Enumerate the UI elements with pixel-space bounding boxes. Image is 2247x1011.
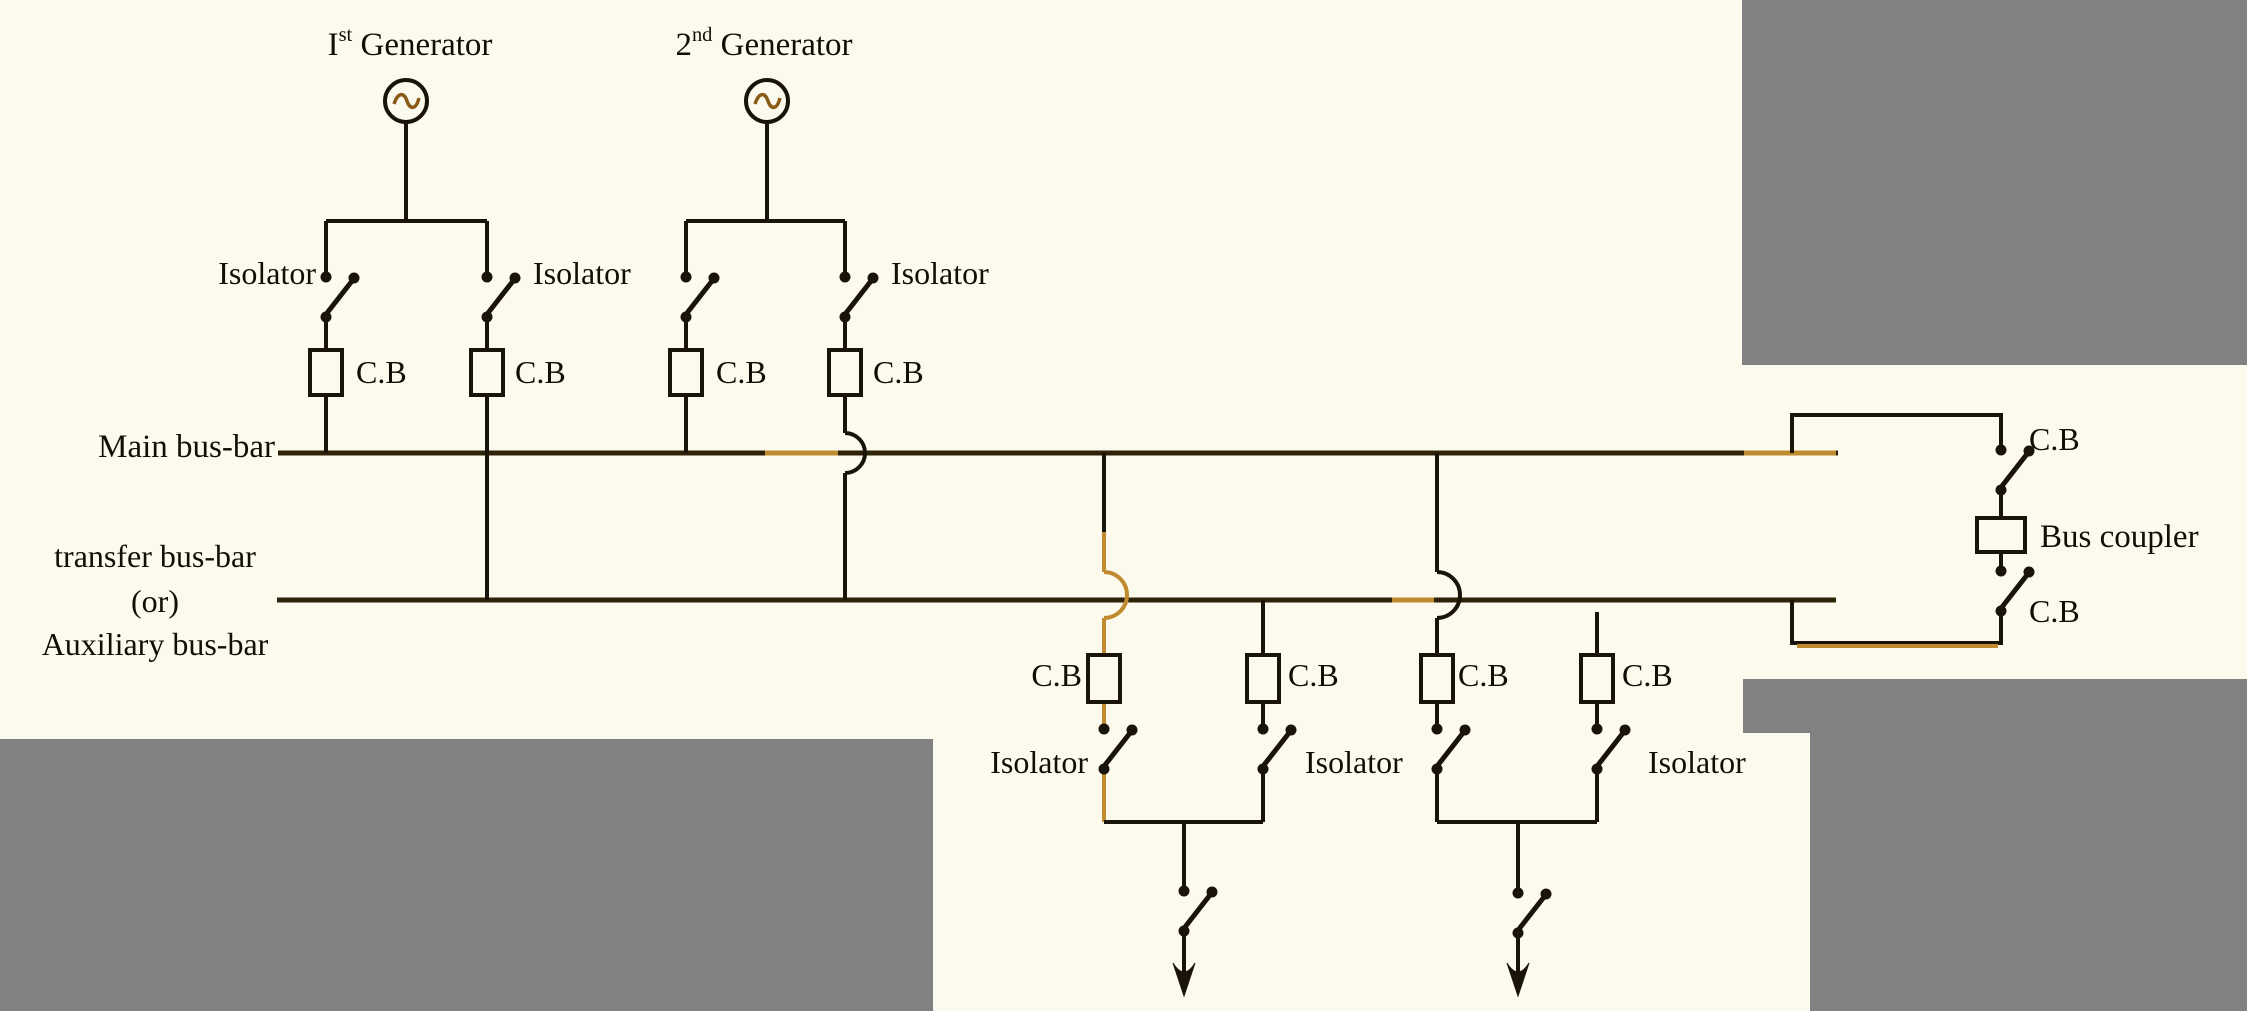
isolator-label-2: Isolator (533, 255, 631, 291)
isolator-switch-icon (681, 272, 720, 323)
cb-label-feeder-d: C.B (1622, 657, 1673, 693)
outgoing-line-left (1104, 820, 1263, 997)
gray-mask-top-right (1742, 0, 2247, 365)
ac-source-tilde-icon (753, 92, 782, 110)
generator-1-label: Ist Generator (306, 23, 514, 63)
isolator-switch-icon (321, 272, 360, 323)
isolator-switch-icon (1099, 724, 1138, 775)
main-bus-bar-label: Main bus-bar (98, 429, 275, 465)
cb-label-feeder-b: C.B (1288, 657, 1339, 693)
circuit-breaker-box (308, 348, 344, 397)
circuit-breaker-box (827, 348, 863, 397)
gray-mask-bottom-right-strip (1743, 679, 2247, 733)
generator-2-label-sup: nd (691, 23, 713, 46)
transfer-bus-bar-label-line2: (or) (131, 583, 179, 619)
isolator-switch-icon (1258, 724, 1297, 775)
generator-1-label-rest: Generator (352, 27, 493, 63)
crossover-hop-icon (1436, 570, 1462, 620)
isolator-label-3: Isolator (891, 255, 989, 291)
bus-coupler-assembly (1790, 413, 2035, 648)
cb-label-coupler-upper: C.B (2029, 421, 2080, 457)
transfer-bus-bar-label-line1: transfer bus-bar (54, 538, 256, 574)
transfer-bus-bar-label-line3: Auxiliary bus-bar (41, 626, 269, 662)
load-switch-icon (1179, 886, 1218, 937)
circuit-breaker-box (1419, 653, 1455, 704)
outgoing-line-right (1437, 820, 1597, 997)
crossover-hop-icon (1103, 570, 1129, 620)
generator-2-symbol (744, 78, 790, 221)
isolator-switch-icon (1592, 724, 1631, 775)
cb-label-branch-3: C.B (716, 354, 767, 390)
circuit-breaker-box (469, 348, 505, 397)
branch-2-to-transfer-bus (469, 272, 521, 600)
cb-label-branch-1: C.B (356, 354, 407, 390)
isolator-label-feeder-d: Isolator (1648, 744, 1746, 780)
isolator-switch-icon (1432, 724, 1471, 775)
generator-1-branch-split (324, 219, 489, 277)
circuit-breaker-box (668, 348, 704, 397)
crossover-hop-icon (844, 431, 867, 475)
ac-source-tilde-icon (392, 92, 421, 110)
isolator-label-1: Isolator (218, 255, 316, 291)
isolator-label-feeder-bc: Isolator (1305, 744, 1403, 780)
cb-label-branch-4: C.B (873, 354, 924, 390)
circuit-breaker-box (1245, 653, 1281, 704)
branch-3-to-main-bus (668, 272, 720, 453)
cb-label-coupler-lower: C.B (2029, 593, 2080, 629)
cb-label-feeder-c: C.B (1458, 657, 1509, 693)
generator-2-label: 2nd Generator (656, 23, 872, 63)
isolator-switch-icon (482, 272, 521, 323)
feeder-d (1579, 612, 1631, 822)
circuit-breaker-box (1579, 653, 1615, 704)
circuit-breaker-box (1086, 653, 1122, 704)
cb-label-feeder-a: C.B (1031, 657, 1082, 693)
bus-coupler-box (1975, 516, 2027, 554)
gray-mask-bottom-left (0, 739, 933, 1011)
feeder-b (1245, 600, 1297, 822)
isolator-label-feeder-a: Isolator (990, 744, 1088, 780)
isolator-switch-icon (840, 272, 879, 323)
bus-coupler-label: Bus coupler (2040, 519, 2199, 555)
feeder-a (1086, 453, 1138, 822)
generator-1-label-base: I (327, 27, 339, 63)
generator-1-symbol (383, 78, 429, 221)
branch-1-to-main-bus (308, 272, 360, 453)
feeder-c (1419, 453, 1471, 822)
cb-label-branch-2: C.B (515, 354, 566, 390)
load-switch-icon (1513, 888, 1552, 939)
gray-mask-bottom-right-block (1810, 733, 2247, 1011)
branch-4-to-transfer-bus (827, 272, 879, 600)
generator-1-label-sup: st (338, 23, 353, 46)
generator-2-branch-split (684, 219, 847, 277)
generator-2-label-rest: Generator (712, 27, 853, 63)
generator-2-label-base: 2 (675, 27, 692, 63)
